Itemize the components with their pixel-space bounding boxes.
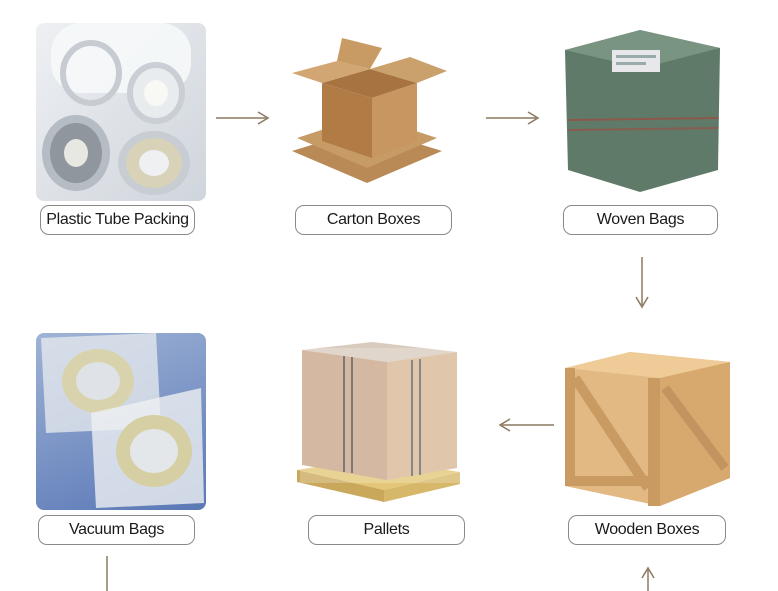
woven-photo [560, 30, 722, 192]
arrow-up-to-wooden [641, 566, 655, 591]
plastic-tube-photo [36, 23, 206, 201]
node-label-plastic-tube: Plastic Tube Packing [40, 205, 195, 235]
node-label-vacuum: Vacuum Bags [38, 515, 195, 545]
arrow-wooden-to-pallets [498, 418, 554, 432]
node-label-wooden: Wooden Boxes [568, 515, 726, 545]
carton-photo [282, 33, 452, 193]
node-label-pallets: Pallets [308, 515, 465, 545]
node-label-carton: Carton Boxes [295, 205, 452, 235]
wooden-photo [560, 348, 732, 508]
arrow-vacuum-down [106, 556, 108, 591]
pallets-photo [292, 340, 464, 508]
arrow-woven-to-wooden [635, 257, 649, 309]
vacuum-photo [36, 333, 206, 510]
arrow-carton-to-woven [486, 111, 540, 125]
arrow-plastic-to-carton [216, 111, 270, 125]
node-label-woven: Woven Bags [563, 205, 718, 235]
